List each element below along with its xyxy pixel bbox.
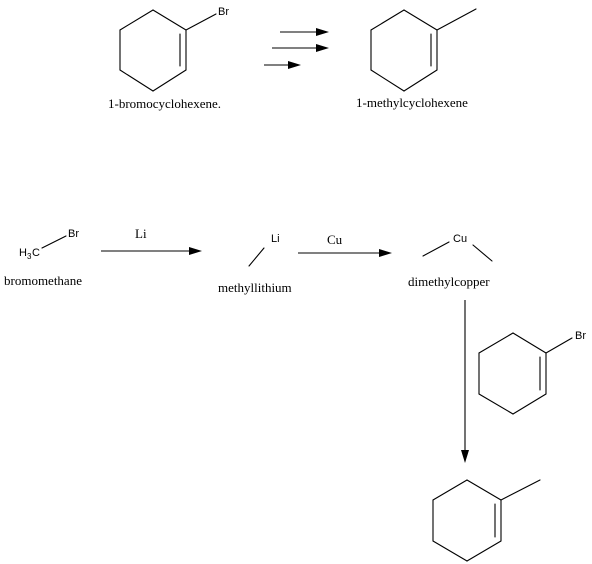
carbon-label: C — [32, 247, 40, 259]
lithium-reagent: Li — [135, 226, 147, 241]
dimethylcopper-caption: dimethylcopper — [408, 274, 490, 289]
methylcyclohexene-structure — [370, 8, 477, 92]
reaction-arrow-3 — [461, 300, 469, 463]
substrate-bromocyclohexene-structure: Br — [478, 330, 586, 415]
methyllithium-caption: methyllithium — [218, 280, 292, 295]
multi-step-arrows — [264, 28, 329, 69]
copper-reagent: Cu — [327, 232, 343, 247]
hydrogen-count-label: 3 — [27, 252, 32, 261]
methyllithium-structure: Li — [248, 233, 280, 267]
lithium-atom-label: Li — [271, 233, 280, 245]
reaction-arrow-1 — [101, 247, 202, 255]
dimethylcopper-structure: Cu — [422, 233, 493, 262]
reaction-arrow-2 — [298, 249, 392, 257]
hydrogen-label: H — [19, 247, 27, 259]
substrate-bromine-label: Br — [575, 330, 586, 342]
bromocyclohexene-structure: Br — [119, 6, 229, 92]
bromine-label: Br — [68, 228, 79, 240]
final-product-methylcyclohexene-structure — [432, 479, 541, 562]
bromomethane-caption: bromomethane — [4, 273, 82, 288]
bromine-label: Br — [218, 6, 229, 18]
bromomethane-structure: H 3 C Br — [19, 228, 79, 261]
copper-atom-label: Cu — [453, 233, 467, 245]
methylcyclohexene-caption: 1-methylcyclohexene — [356, 95, 468, 110]
bromocyclohexene-caption: 1-bromocyclohexene. — [108, 96, 221, 111]
